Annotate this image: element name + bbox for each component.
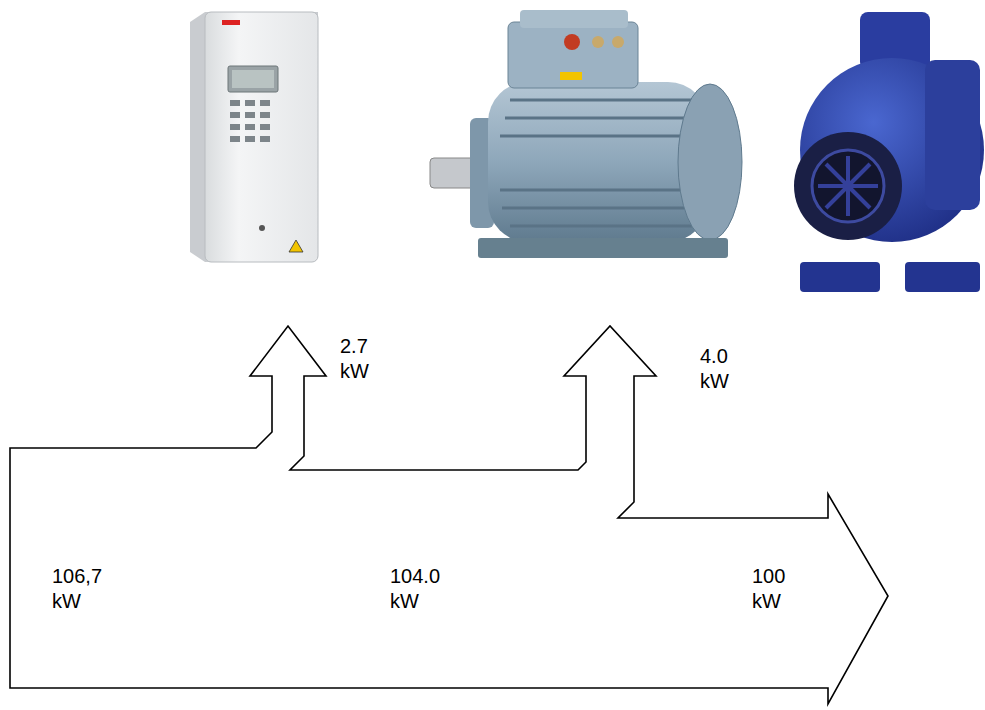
pump-illustration — [794, 12, 984, 292]
loss-value: 4.0 kW — [700, 344, 729, 394]
power-value: 100 kW — [752, 564, 785, 614]
motor-illustration — [430, 10, 742, 258]
power-value: 104.0 kW — [390, 564, 440, 614]
drive-illustration — [190, 12, 318, 262]
power-value: 106,7 kW — [52, 564, 102, 614]
energy-flow-arrow: 106,7 kW 104.0 kW 100 kW — [6, 320, 894, 710]
arrow-outline — [6, 320, 894, 710]
loss-value: 2.7 kW — [340, 334, 369, 384]
